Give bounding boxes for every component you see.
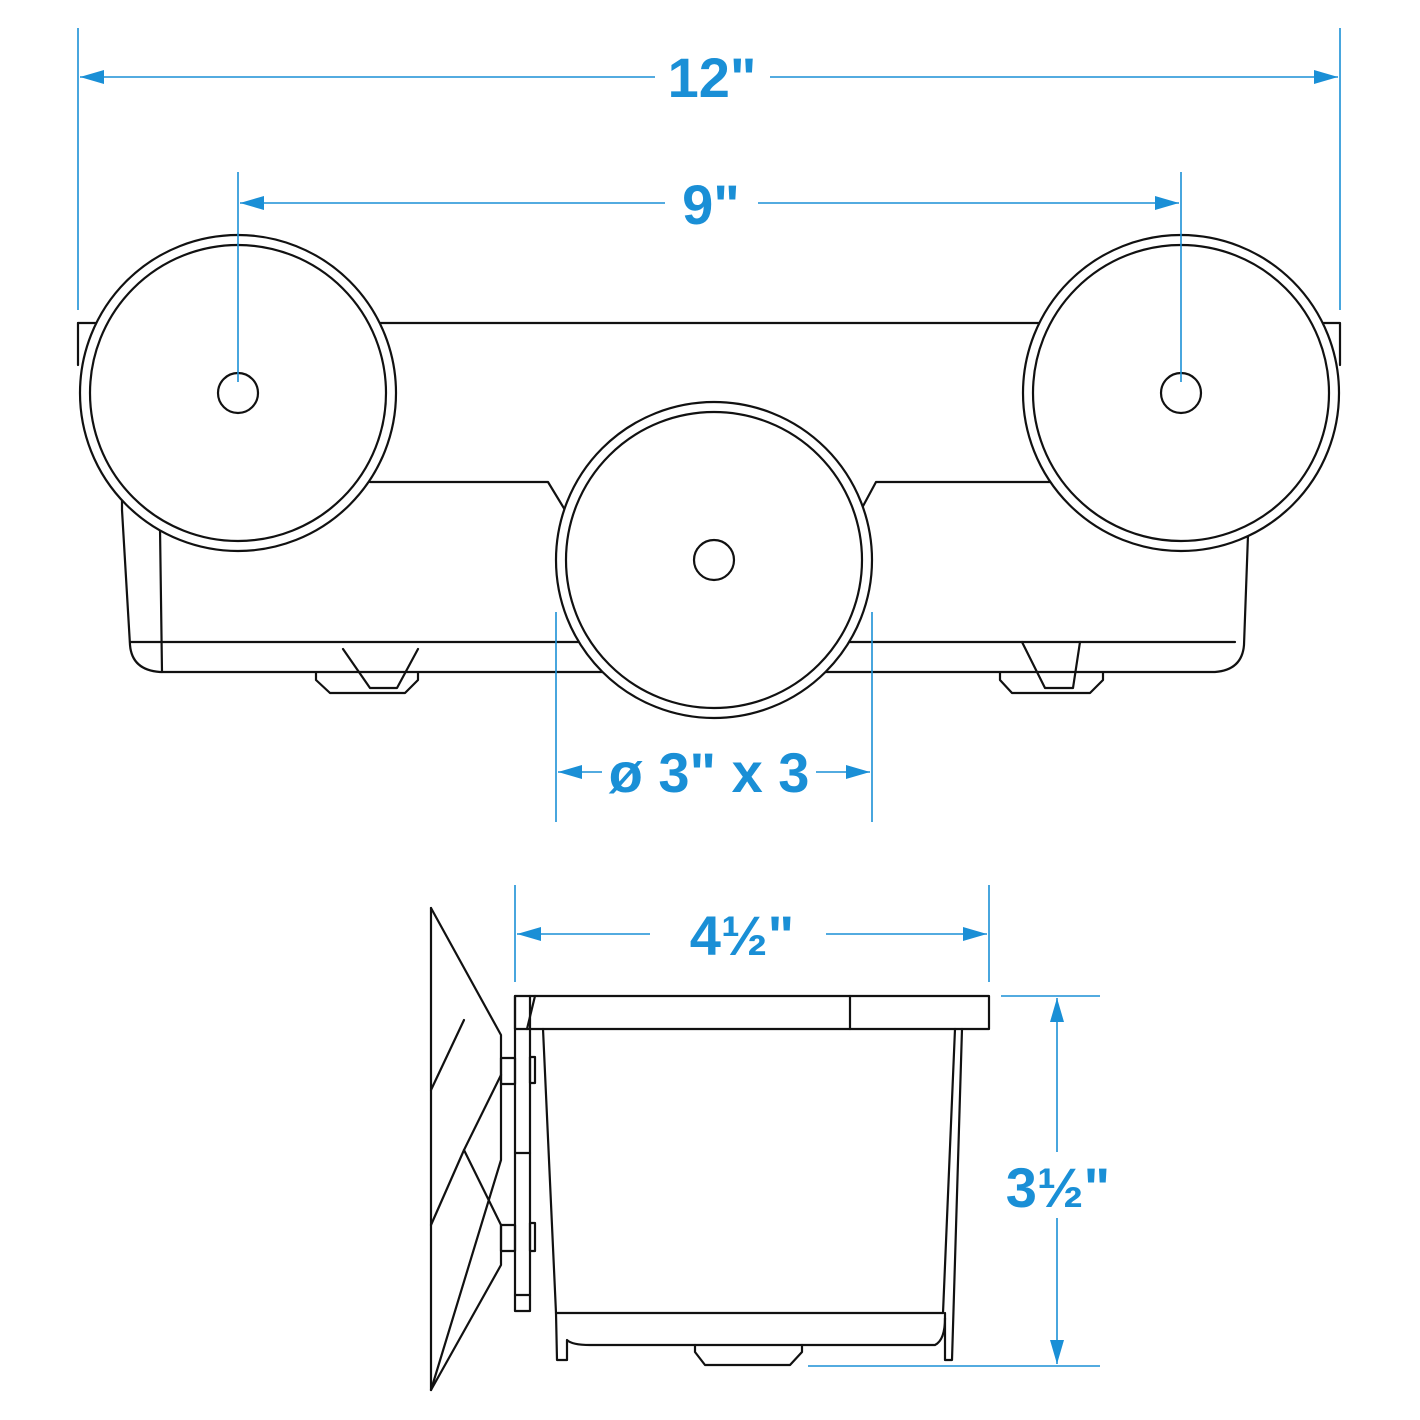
dimension-overall-width: 12" [77,28,1341,310]
depth-label: 4½" [690,904,794,967]
suction-cup-center [554,400,874,720]
dimension-height: 3½" [808,995,1110,1367]
side-view: 4½" 3½" [429,885,1110,1392]
dimension-mount-spacing: 9" [237,172,1182,382]
overall-width-label: 12" [668,46,757,109]
mounting-bracket [513,994,537,1313]
cup-body [513,994,991,1367]
dimension-depth: 4½" [514,885,990,982]
top-view: 12" 9" ø 3" x 3 [76,28,1342,822]
height-label: 3½" [1006,1156,1110,1219]
mount-spacing-label: 9" [682,173,740,236]
dimension-suction-cup-diameter: ø 3" x 3 [555,612,873,822]
suction-cup-profile [429,906,517,1392]
suction-cup-label: ø 3" x 3 [609,741,810,804]
